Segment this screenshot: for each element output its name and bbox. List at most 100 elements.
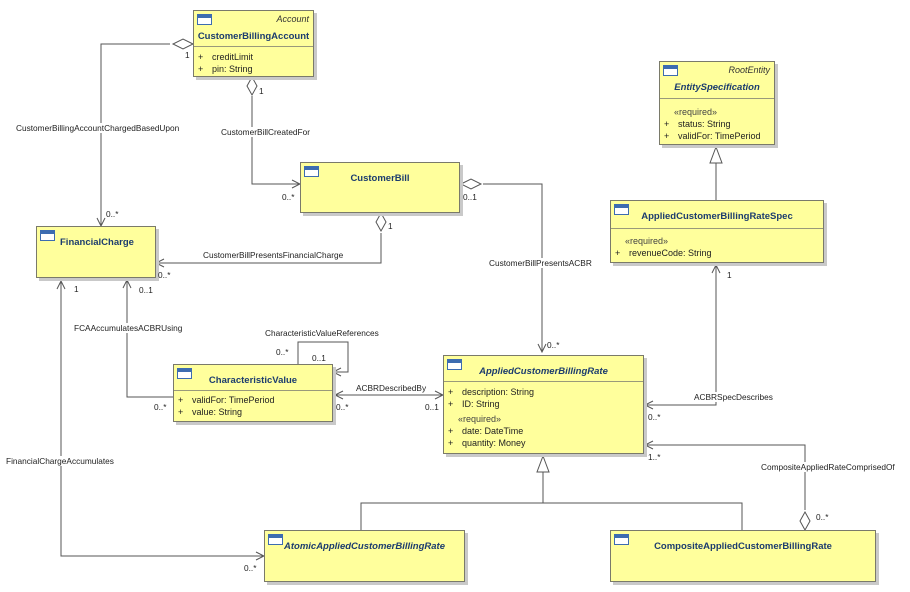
attribute-list: +creditLimit +pin: String (198, 51, 253, 75)
class-name: FinancialCharge (60, 237, 134, 248)
multiplicity: 0..* (158, 270, 171, 280)
multiplicity: 0..* (648, 412, 661, 422)
multiplicity: 0..* (547, 340, 560, 350)
attribute-row: +validFor: TimePeriod (664, 131, 761, 141)
aggregation-diamond (171, 38, 195, 50)
class-name: CharacteristicValue (208, 375, 298, 386)
attribute-row: +pin: String (198, 64, 253, 74)
generalization-triangle (709, 145, 723, 164)
attribute-row: +validFor: TimePeriod (178, 395, 275, 405)
assoc-line-cb-presents-acbr[interactable] (483, 183, 542, 352)
assoc-label-cv-references: CharacteristicValueReferences (265, 328, 379, 338)
attribute-row: +description: String (448, 387, 535, 397)
assoc-line-acbr-spec-describes[interactable] (645, 265, 717, 405)
assoc-label-cba-charged-based-upon: CustomerBillingAccountChargedBasedUpon (16, 123, 180, 133)
class-entity-specification[interactable]: RootEntity EntitySpecification «required… (659, 61, 775, 145)
multiplicity: 0..* (816, 512, 829, 522)
attribute-row: +date: DateTime (448, 426, 524, 436)
class-icon (663, 65, 678, 76)
multiplicity: 0..* (244, 563, 257, 573)
aggregation-diamond (799, 510, 811, 532)
class-icon (614, 204, 629, 215)
aggregation-diamond (375, 211, 387, 233)
multiplicity: 0..* (336, 402, 349, 412)
assoc-label-customer-bill-created-for: CustomerBillCreatedFor (221, 127, 310, 137)
class-icon (40, 230, 55, 241)
class-name: EntitySpecification (674, 82, 760, 93)
class-icon (447, 359, 462, 370)
assoc-label-fca-accumulates-acbr-using: FCAAccumulatesACBRUsing (74, 323, 183, 333)
stereotype-label: RootEntity (728, 65, 770, 75)
class-characteristic-value[interactable]: CharacteristicValue +validFor: TimePerio… (173, 364, 333, 422)
required-label: «required» (625, 236, 669, 246)
multiplicity: 0..* (282, 192, 295, 202)
class-icon (197, 14, 212, 25)
assoc-line-cv-references[interactable] (297, 341, 349, 372)
generalization-line-subtypes[interactable] (360, 472, 743, 530)
assoc-line-customer-bill-created-for[interactable] (251, 96, 300, 184)
attribute-row: +status: String (664, 119, 731, 129)
stereotype-label: Account (276, 14, 309, 24)
class-name: AppliedCustomerBillingRate (479, 366, 608, 377)
compartment-divider (660, 98, 774, 99)
multiplicity: 0..1 (463, 192, 477, 202)
assoc-label-financial-charge-accumulates: FinancialChargeAccumulates (6, 456, 114, 466)
attribute-row: +creditLimit (198, 52, 254, 62)
class-icon (177, 368, 192, 379)
class-customer-bill[interactable]: CustomerBill (300, 162, 460, 213)
aggregation-diamond (246, 75, 258, 97)
aggregation-diamond (459, 178, 483, 190)
assoc-label-cb-presents-acbr: CustomerBillPresentsACBR (489, 258, 592, 268)
generalization-triangle (536, 454, 550, 473)
assoc-label-acbr-described-by: ACBRDescribedBy (356, 383, 427, 393)
attribute-list: +validFor: TimePeriod +value: String (178, 394, 275, 418)
multiplicity: 1 (185, 50, 190, 60)
class-icon (304, 166, 319, 177)
multiplicity: 0..* (276, 347, 289, 357)
multiplicity: 0..1 (425, 402, 439, 412)
assoc-label-composite-applied-rate-comprised-of: CompositeAppliedRateComprisedOf (761, 462, 895, 472)
class-atomic-applied-customer-billing-rate[interactable]: AtomicAppliedCustomerBillingRate (264, 530, 465, 582)
class-icon (268, 534, 283, 545)
class-name: CompositeAppliedCustomerBillingRate (654, 541, 832, 552)
class-applied-customer-billing-rate-spec[interactable]: AppliedCustomerBillingRateSpec «required… (610, 200, 824, 263)
multiplicity: 1..* (648, 452, 661, 462)
attribute-list: +description: String +ID: String «requir… (448, 386, 534, 449)
assoc-line-composite-applied-rate-comprised-of[interactable] (645, 445, 806, 510)
multiplicity: 0..* (154, 402, 167, 412)
attribute-row: +revenueCode: String (615, 248, 712, 258)
required-label: «required» (674, 107, 718, 117)
class-name: CustomerBillingAccount (197, 31, 310, 42)
assoc-line-fca-accumulates-acbr-using[interactable] (127, 280, 173, 398)
required-label: «required» (458, 414, 502, 424)
class-icon (614, 534, 629, 545)
attribute-list: «required» +revenueCode: String (615, 235, 712, 259)
attribute-list: «required» +status: String +validFor: Ti… (664, 106, 761, 142)
class-financial-charge[interactable]: FinancialCharge (36, 226, 156, 278)
multiplicity: 1 (388, 221, 393, 231)
multiplicity: 1 (74, 284, 79, 294)
class-name: AtomicAppliedCustomerBillingRate (284, 541, 445, 552)
assoc-label-cb-presents-financial-charge: CustomerBillPresentsFinancialCharge (203, 250, 344, 260)
class-name: CustomerBill (350, 173, 410, 184)
multiplicity: 0..1 (139, 285, 153, 295)
compartment-divider (174, 390, 332, 391)
class-name: AppliedCustomerBillingRateSpec (641, 211, 793, 222)
compartment-divider (194, 46, 313, 47)
multiplicity: 1 (727, 270, 732, 280)
attribute-row: +ID: String (448, 399, 500, 409)
assoc-label-acbr-spec-describes: ACBRSpecDescribes (694, 392, 773, 402)
assoc-line-cba-charged-based-upon[interactable] (101, 43, 170, 226)
compartment-divider (611, 228, 823, 229)
assoc-line-cb-presents-financial-charge[interactable] (156, 233, 382, 263)
attribute-row: +value: String (178, 407, 243, 417)
multiplicity: 0..* (106, 209, 119, 219)
class-applied-customer-billing-rate[interactable]: AppliedCustomerBillingRate +description:… (443, 355, 644, 454)
class-composite-applied-customer-billing-rate[interactable]: CompositeAppliedCustomerBillingRate (610, 530, 876, 582)
attribute-row: +quantity: Money (448, 438, 526, 448)
multiplicity: 0..1 (312, 353, 326, 363)
multiplicity: 1 (259, 86, 264, 96)
class-customer-billing-account[interactable]: Account CustomerBillingAccount +creditLi… (193, 10, 314, 77)
compartment-divider (444, 381, 643, 382)
